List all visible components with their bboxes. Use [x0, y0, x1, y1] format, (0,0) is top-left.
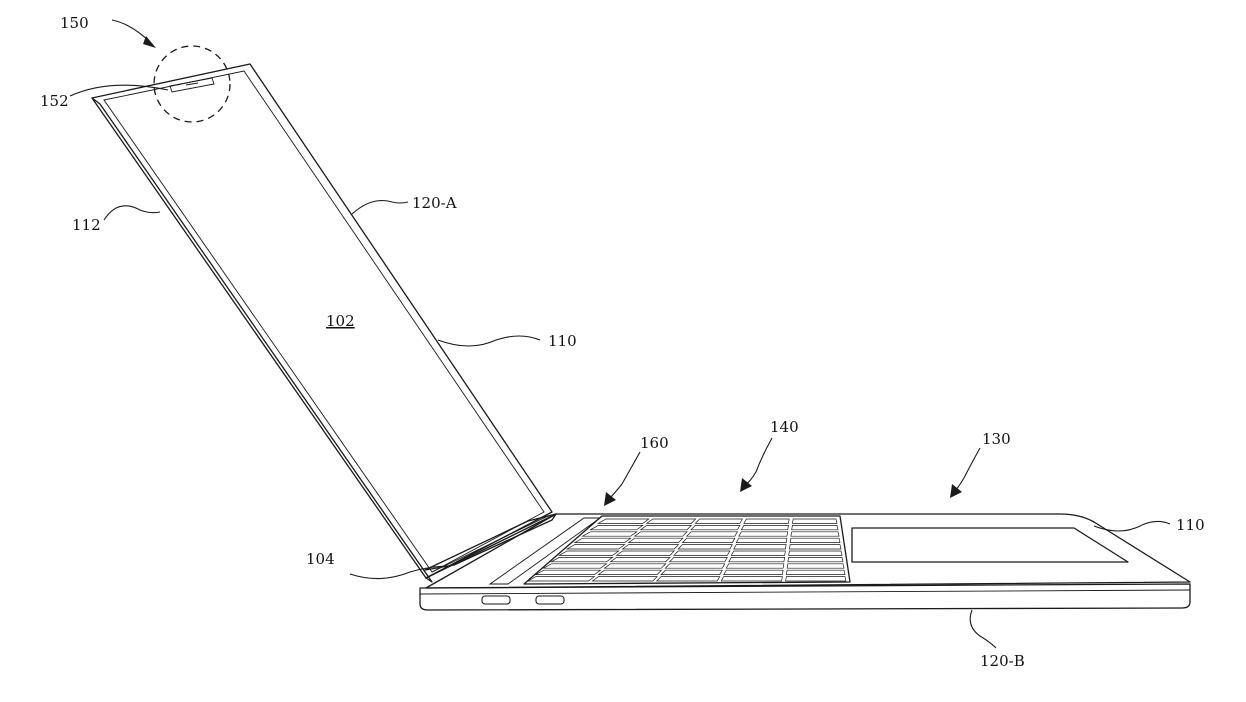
ref-102: 102	[326, 312, 355, 330]
keyboard-key	[526, 576, 596, 582]
leader-130	[950, 447, 981, 498]
keyboard-key	[728, 557, 786, 563]
keyboard-key	[615, 550, 676, 556]
keyboard-key	[557, 550, 620, 556]
ref-120b: 120-B	[980, 652, 1025, 670]
keyboard-key	[788, 544, 842, 550]
keyboard-key	[660, 569, 723, 575]
keyboard-key	[788, 550, 843, 556]
keyboard-key	[735, 537, 788, 543]
keyboard-key	[792, 518, 838, 524]
keyboard-key	[785, 569, 846, 575]
leader-140	[740, 437, 773, 492]
ref-152: 152	[40, 92, 69, 110]
keyboard-key	[681, 537, 736, 543]
ref-110-lower: 110	[1176, 516, 1205, 534]
keyboard-key	[609, 557, 671, 563]
keyboard-key	[627, 537, 684, 543]
ref-160: 160	[640, 434, 669, 452]
keyboard-key	[730, 550, 786, 556]
display-lid	[91, 63, 557, 583]
keyboard-key	[639, 525, 693, 531]
keyboard-key	[596, 518, 650, 524]
keyboard-key	[550, 557, 614, 563]
keyboard-key	[791, 525, 839, 531]
keyboard-key	[573, 537, 632, 543]
detail-circle	[153, 45, 231, 123]
leader-152	[69, 84, 169, 97]
keyboard-key	[685, 531, 738, 537]
keyboard-key	[589, 525, 644, 531]
keyboard-key	[690, 525, 741, 531]
keyboard-key	[725, 563, 785, 569]
leader-104	[349, 565, 451, 580]
leader-120a	[351, 199, 409, 215]
keyboard-key	[597, 569, 663, 575]
keyboard-key	[673, 550, 731, 556]
keyboard-key	[743, 518, 790, 524]
keyboard-key	[603, 563, 667, 569]
keyboard-key	[621, 544, 680, 550]
keyboard-key	[565, 544, 626, 550]
keyboard-key	[723, 569, 784, 575]
keyboard-key	[733, 544, 787, 550]
leader-150	[111, 19, 156, 48]
leader-160	[604, 451, 641, 506]
keyboard-key	[740, 525, 789, 531]
ref-120a: 120-A	[412, 194, 457, 212]
keyboard-key	[581, 531, 638, 537]
keyboard-key	[655, 576, 721, 582]
keyboard-key	[542, 563, 608, 569]
keyboard-key	[786, 563, 845, 569]
keyboard-key	[664, 563, 726, 569]
camera-notch	[169, 77, 215, 93]
keyboard	[523, 515, 851, 585]
ref-110-upper: 110	[548, 332, 577, 350]
keyboard-key	[787, 557, 844, 563]
ref-150: 150	[60, 14, 89, 32]
keyboard-key	[790, 531, 840, 537]
leader-110-lower	[1093, 520, 1171, 532]
keyboard-key	[668, 557, 728, 563]
leader-120b	[969, 609, 997, 649]
ref-104: 104	[306, 550, 335, 568]
keyboard-key	[534, 569, 602, 575]
keyboard-key	[633, 531, 688, 537]
ref-112: 112	[72, 216, 101, 234]
keyboard-key	[738, 531, 789, 537]
ref-140: 140	[770, 418, 799, 436]
ref-130: 130	[982, 430, 1011, 448]
keyboard-key	[645, 518, 697, 524]
leader-110-upper	[437, 335, 541, 347]
trackpad	[851, 527, 1129, 563]
keyboard-key	[789, 537, 841, 543]
keyboard-key	[694, 518, 744, 524]
keyboard-key	[591, 576, 658, 582]
leader-112	[103, 205, 161, 221]
keyboard-key	[720, 576, 783, 582]
keyboard-key	[677, 544, 733, 550]
port-left	[481, 595, 511, 605]
keyboard-key	[785, 576, 847, 582]
port-right	[535, 595, 565, 605]
